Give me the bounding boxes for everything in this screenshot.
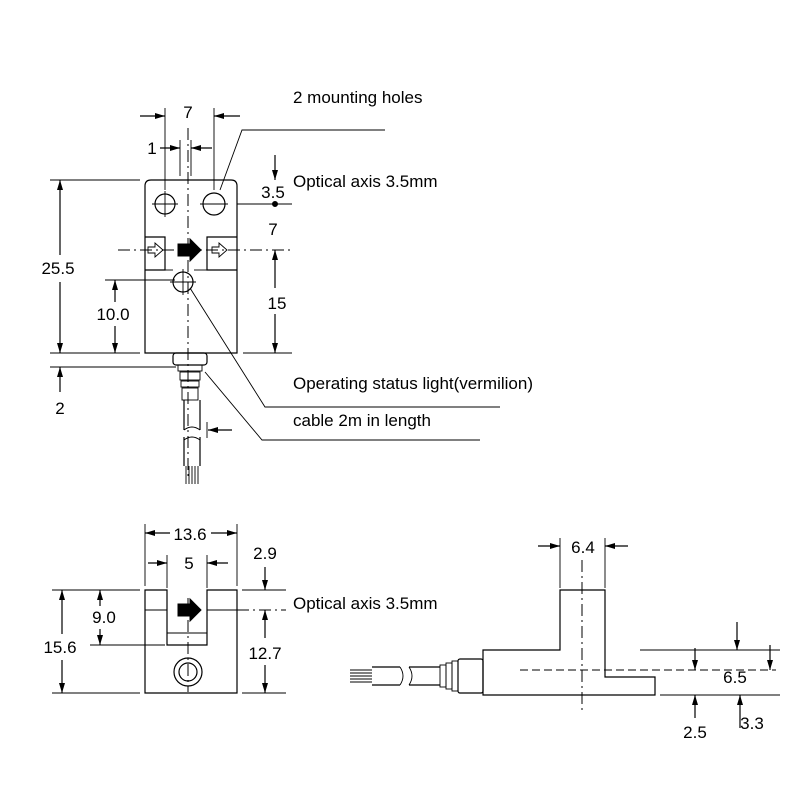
mounting-holes-leader	[219, 129, 385, 191]
beam-direction-arrow-icon	[177, 597, 202, 623]
dim-slot-depth: 9.0	[92, 608, 116, 627]
dim-step: 2.5	[683, 723, 707, 742]
end-body-outline	[144, 589, 238, 694]
strain-relief	[445, 662, 453, 690]
dim-axis-to-base: 15	[268, 294, 287, 313]
strain-relief	[177, 364, 203, 372]
cable-outlet-inner	[178, 662, 198, 682]
end-view: 13.6 5 15.6 9.0 2.9 12.7 Optical axis 3.…	[43, 524, 438, 694]
strain-relief	[179, 371, 201, 381]
strain-relief	[180, 380, 200, 388]
mounting-holes-label: 2 mounting holes	[293, 88, 422, 107]
status-light-leader	[189, 287, 500, 408]
dim-arm: 6.4	[571, 538, 595, 557]
axis-dot	[272, 201, 278, 207]
right-arm-window	[206, 236, 237, 271]
dim-hole-offset: 1	[147, 139, 156, 158]
optical-axis-label: Optical axis 3.5mm	[293, 594, 438, 613]
cable-connector	[457, 658, 484, 694]
dim-slot: 5	[184, 554, 193, 573]
dim-height: 15.6	[43, 638, 76, 657]
dim-axis: 3.5	[261, 183, 285, 202]
cable-break	[408, 666, 413, 686]
hollow-arrow-right-icon	[211, 242, 228, 258]
strain-relief	[439, 664, 447, 688]
side-body-outline	[482, 589, 656, 696]
dim-width: 13.6	[173, 525, 206, 544]
side-view: 6.4 6.5 2.5 3.3	[350, 538, 780, 742]
dim-axis: 6.5	[723, 668, 747, 687]
status-light-label: Operating status light(vermilion)	[293, 374, 533, 393]
dim-slot: 7	[268, 220, 277, 239]
strain-relief	[451, 660, 459, 692]
optical-axis-label: Optical axis 3.5mm	[293, 172, 438, 191]
hollow-arrow-left-icon	[147, 242, 164, 258]
dim-height: 25.5	[41, 259, 74, 278]
dim-axis-top: 2.9	[253, 544, 277, 563]
dim-axis-base: 12.7	[248, 644, 281, 663]
cable-break	[183, 436, 201, 441]
dim-hole-pitch: 7	[183, 103, 192, 122]
cable-break	[399, 666, 404, 686]
dim-connector: 2	[55, 399, 64, 418]
cable-label: cable 2m in length	[293, 411, 431, 430]
strain-relief	[181, 387, 199, 401]
dim-base: 3.3	[740, 714, 764, 733]
left-arm-window	[145, 236, 166, 271]
beam-direction-arrow-icon	[177, 237, 202, 263]
top-view: 7 1 2 mounting holes 3.5 Optical axis 3.…	[41, 88, 533, 484]
cable-leader	[204, 371, 480, 441]
cable-break	[183, 426, 201, 431]
cable-connector	[172, 352, 208, 366]
sensor-body-outline	[144, 179, 238, 354]
cable-outlet-outer	[173, 657, 203, 687]
dim-light: 10.0	[96, 305, 129, 324]
